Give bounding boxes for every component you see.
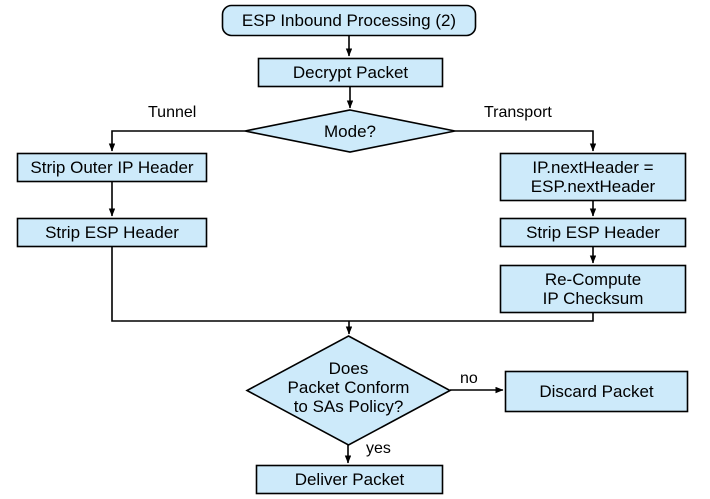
node-strip-esp-left-shape [16, 217, 208, 248]
node-conform-shape [245, 335, 452, 446]
edge-label-transport: Transport [484, 104, 552, 121]
node-strip-esp-right-shape [499, 217, 687, 248]
connector-arrows [108, 36, 597, 464]
edge-mode-transport-to-nextheader [455, 130, 597, 152]
node-strip-outer-ip-shape [16, 152, 208, 183]
node-deliver-shape [255, 464, 444, 495]
node-decrypt-shape [257, 57, 444, 88]
edge-label-no: no [460, 370, 478, 387]
node-nextheader-shape [499, 152, 687, 202]
edge-mode-tunnel-to-strip-outer-ip [108, 130, 245, 152]
node-recompute-shape [499, 264, 687, 314]
edge-label-yes: yes [366, 440, 391, 457]
edge-left-branch-merge [111, 247, 349, 322]
node-mode-shape [244, 109, 456, 153]
edge-right-branch-merge [349, 313, 594, 322]
node-start-shape [221, 4, 477, 37]
edge-label-tunnel: Tunnel [148, 104, 197, 121]
node-discard-shape [504, 370, 689, 413]
node-shapes [16, 4, 689, 495]
